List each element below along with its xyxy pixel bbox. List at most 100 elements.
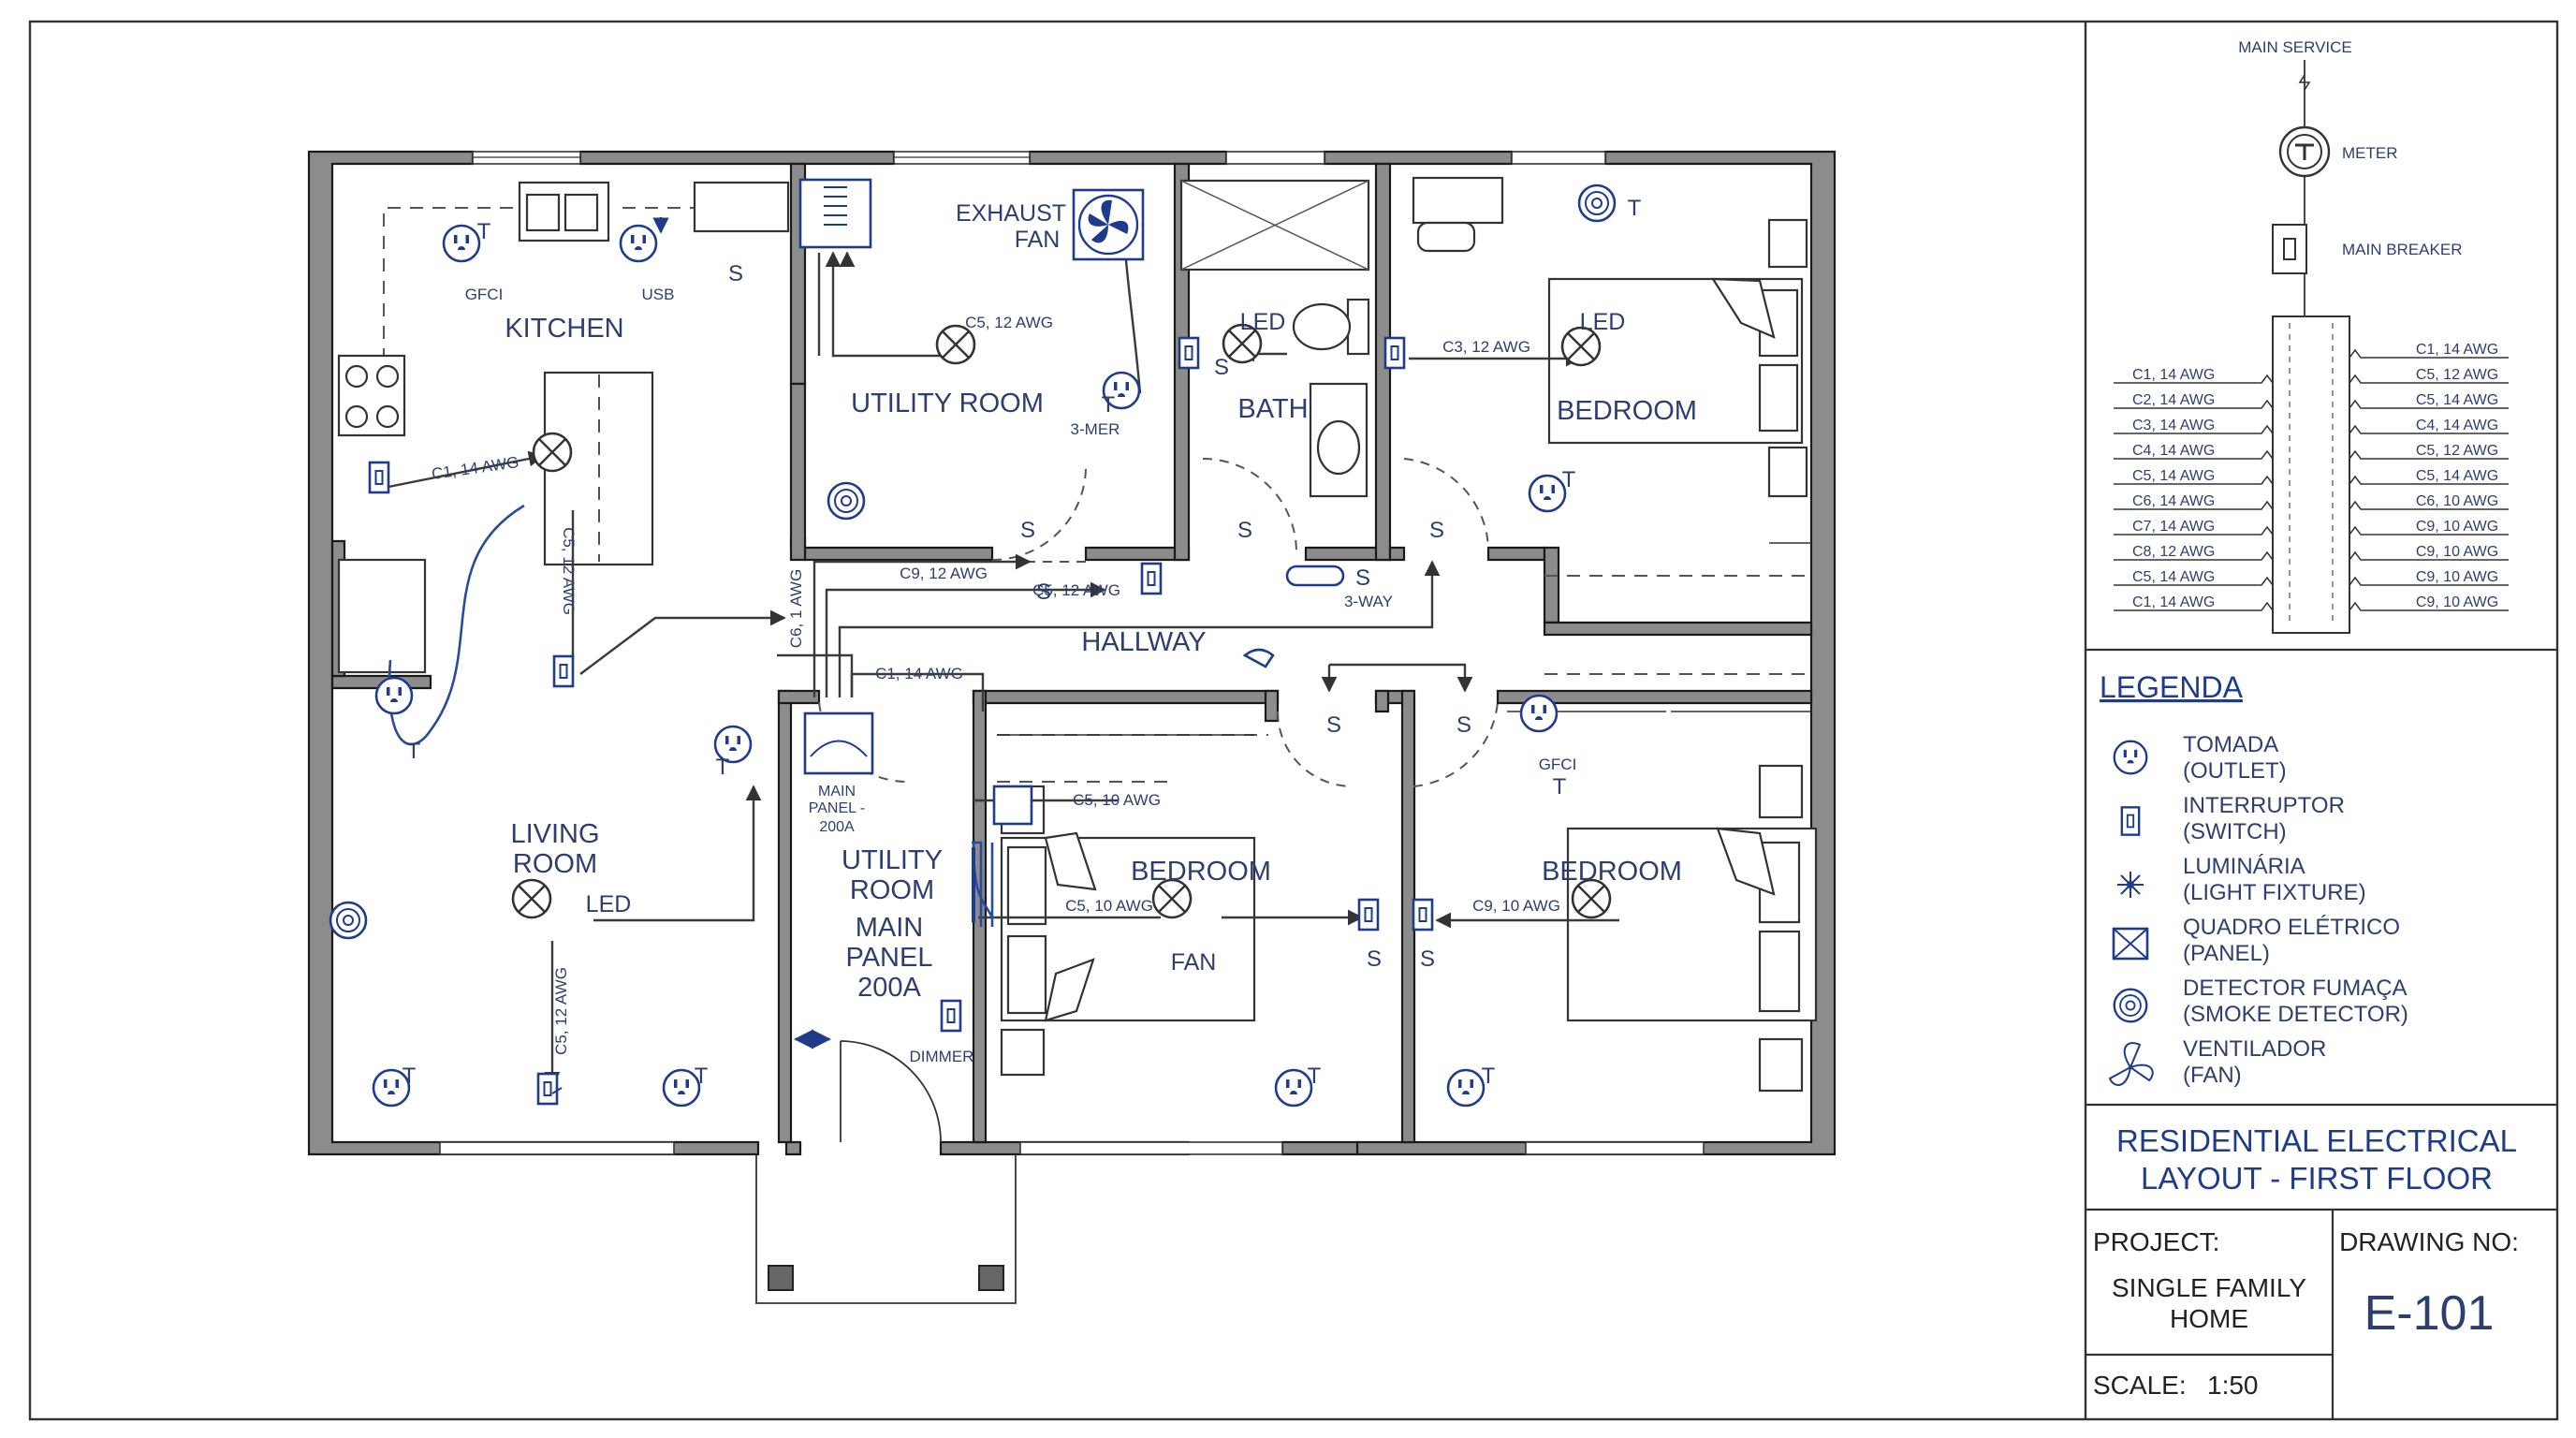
circuit-c1-hall: C1, 14 AWG — [875, 665, 963, 682]
panel-small-2: PANEL - — [809, 800, 865, 816]
riser-right-circuit: C9, 10 AWG — [2416, 569, 2498, 585]
led-bath: LED — [1240, 309, 1286, 335]
t-bedroom-ne: T — [1628, 196, 1642, 221]
riser-left-circuit: C4, 14 AWG — [2132, 443, 2215, 459]
room-bedroom-s: BEDROOM — [1131, 857, 1271, 887]
project-label: PROJECT: — [2093, 1227, 2219, 1256]
room-utility-bottom-1: UTILITY — [842, 845, 943, 875]
circuit-c5-living: C5, 12 AWG — [552, 967, 570, 1055]
project-value-line1: SINGLE FAMILY — [2112, 1273, 2306, 1302]
room-living-2: ROOM — [513, 849, 597, 879]
legend: TOMADA(OUTLET)INTERRUPTOR(SWITCH)LUMINÁR… — [2108, 732, 2408, 1088]
circuit-c3: C3, 12 AWG — [1442, 338, 1530, 356]
exhaust-fan-label-2: FAN — [1015, 227, 1061, 253]
s-bedroom-ne: S — [1429, 518, 1444, 543]
riser-left-circuit: C1, 14 AWG — [2132, 367, 2215, 383]
t-label: T — [477, 219, 491, 244]
riser-right-circuit: C9, 10 AWG — [2416, 519, 2498, 535]
riser-right-feeder — [2349, 550, 2509, 561]
led-living: LED — [586, 891, 632, 917]
title-block: RESIDENTIAL ELECTRICAL LAYOUT - FIRST FL… — [2093, 1123, 2519, 1400]
usb-label: USB — [642, 286, 675, 303]
drawing-number-label: DRAWING NO: — [2339, 1227, 2519, 1256]
t-living-s: T — [695, 1064, 709, 1089]
riser-left-circuit: C8, 12 AWG — [2132, 544, 2215, 560]
legend-item-sublabel: (SMOKE DETECTOR) — [2183, 1002, 2408, 1027]
riser-left-circuit: C1, 14 AWG — [2132, 594, 2215, 610]
circuit-c9-bed: C9, 10 AWG — [1472, 897, 1560, 915]
riser-right-feeder — [2349, 601, 2509, 611]
circuit-c9: C9, 12 AWG — [900, 565, 988, 582]
exhaust-fan-icon — [1072, 188, 1145, 261]
legend-item-label: VENTILADOR — [2183, 1036, 2326, 1062]
gfci-label: GFCI — [465, 286, 504, 303]
riser-left-circuit: C7, 14 AWG — [2132, 519, 2215, 535]
legend-item-label: QUADRO ELÉTRICO — [2183, 915, 2400, 940]
smoke-detector-icon — [2113, 988, 2148, 1023]
outlet-kitchen-gfci — [442, 224, 481, 263]
riser-left-feeder — [2114, 374, 2274, 384]
room-utility-top: UTILITY ROOM — [851, 389, 1044, 418]
outlet-icon — [2113, 740, 2148, 775]
riser-diagram: MAIN SERVICE METER MAIN BREAKER C1, 14 A… — [2114, 38, 2509, 634]
riser-left-feeder — [2114, 525, 2274, 536]
s-bedroom-s: S — [1367, 946, 1382, 972]
s-utility: S — [1020, 518, 1035, 543]
riser-left-circuit: C5, 14 AWG — [2132, 569, 2215, 585]
riser-left-feeder — [2114, 424, 2274, 434]
riser-main-breaker: MAIN BREAKER — [2342, 241, 2462, 258]
room-bedroom-ne: BEDROOM — [1557, 396, 1697, 426]
s-bath-2: S — [1214, 355, 1229, 380]
legend-item-sublabel: (FAN) — [2183, 1063, 2242, 1088]
riser-right-feeder — [2349, 576, 2509, 586]
legend-item-label: TOMADA — [2183, 732, 2278, 757]
drawing-number: E-101 — [2364, 1286, 2495, 1341]
riser-left-feeder — [2114, 601, 2274, 611]
riser-right-feeder — [2349, 424, 2509, 434]
circuit-c5-bed: C5, 10 AWG — [1065, 897, 1153, 915]
room-kitchen: KITCHEN — [505, 314, 623, 344]
riser-right-feeder — [2349, 348, 2509, 359]
riser-right-feeder — [2349, 374, 2509, 384]
riser-left-feeder — [2114, 475, 2274, 485]
furniture — [1000, 176, 1818, 1093]
riser-left-feeder — [2114, 449, 2274, 460]
s-hall-1: S — [1036, 580, 1051, 605]
legend-item-sublabel: (OUTLET) — [2183, 758, 2287, 784]
s-3way: S — [1355, 565, 1370, 591]
riser-right-circuit: C5, 14 AWG — [2416, 468, 2498, 484]
riser-right-circuit: C5, 12 AWG — [2416, 443, 2498, 459]
riser-right-circuit: C4, 14 AWG — [2416, 418, 2498, 433]
riser-left-circuit: C2, 14 AWG — [2132, 392, 2215, 408]
led-bedroom-ne: LED — [1580, 309, 1626, 335]
riser-right-feeder — [2349, 525, 2509, 536]
t-living-west: T — [407, 739, 421, 764]
outlet-hall-gfci — [1519, 694, 1559, 733]
riser-left-circuit: C5, 14 AWG — [2132, 468, 2215, 484]
switch-icon — [2120, 806, 2141, 836]
legend-item-label: INTERRUPTOR — [2183, 793, 2345, 818]
riser-right-circuit: C5, 12 AWG — [2416, 367, 2498, 383]
t-living-sw: T — [402, 1064, 417, 1089]
legend-item-sublabel: (SWITCH) — [2183, 819, 2287, 844]
outlet-living-west — [374, 676, 414, 715]
circuit-c6: C6, 1 AWG — [787, 569, 805, 648]
circuit-c5-closet: C5, 10 AWG — [1073, 791, 1161, 809]
doors — [818, 458, 1499, 1143]
outlet-bedroom-ne — [1528, 474, 1567, 513]
riser-left-feeder — [2114, 399, 2274, 409]
circuit-c5-kitchen: C5, 12 AWG — [560, 527, 578, 615]
project-value-line2: HOME — [2170, 1304, 2248, 1333]
riser-right-circuit: C9, 10 AWG — [2416, 544, 2498, 560]
t-utility: T — [1102, 392, 1116, 418]
riser-right-circuit: C6, 10 AWG — [2416, 493, 2498, 509]
scale-value: 1:50 — [2207, 1371, 2259, 1400]
panel-small-3: 200A — [819, 819, 855, 835]
riser-left-feeder — [2114, 500, 2274, 510]
room-hallway: HALLWAY — [1081, 627, 1206, 657]
misc-devices — [551, 217, 1345, 1094]
room-living-1: LIVING — [510, 819, 599, 849]
riser-main-service: MAIN SERVICE — [2238, 38, 2352, 56]
